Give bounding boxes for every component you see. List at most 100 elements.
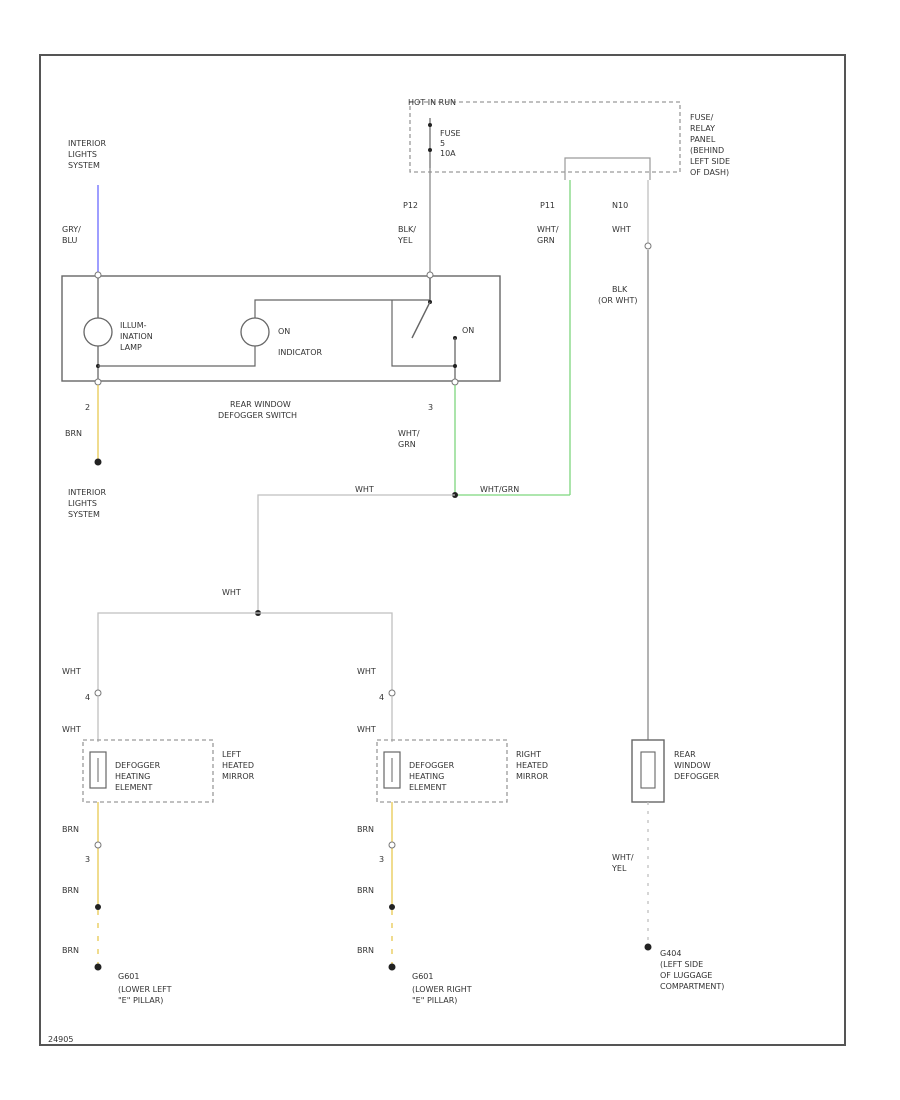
switch-output-node [453, 364, 457, 368]
left-heated-mirror: WHT 4 WHT DEFOGGER HEATING ELEMENT LEFT … [62, 667, 255, 1005]
connector-p12-label: P12 [403, 201, 418, 210]
svg-text:BRN: BRN [62, 946, 79, 955]
svg-text:OF DASH): OF DASH) [690, 168, 729, 177]
hot-in-run-label: HOT IN RUN [408, 98, 456, 107]
svg-text:ELEMENT: ELEMENT [409, 783, 447, 792]
svg-text:(BEHIND: (BEHIND [690, 146, 724, 155]
svg-text:G601: G601 [118, 972, 139, 981]
wire-blk-yel-label: BLK/ YEL [397, 225, 416, 245]
switch-pin-2 [94, 378, 102, 386]
svg-text:3: 3 [379, 855, 384, 864]
rear-ground-terminal [644, 943, 652, 951]
svg-text:GRN: GRN [537, 236, 555, 245]
rear-window-defogger: REAR WINDOW DEFOGGER WHT/ YEL G404 (LEFT… [611, 739, 724, 991]
connector-n10-label: N10 [612, 201, 628, 210]
svg-text:WHT/: WHT/ [612, 853, 634, 862]
wire-brn-left-label: BRN [65, 429, 82, 438]
svg-text:ELEMENT: ELEMENT [115, 783, 153, 792]
svg-text:INDICATOR: INDICATOR [278, 348, 322, 357]
fuse-contact-top [428, 123, 432, 127]
svg-text:WINDOW: WINDOW [674, 761, 711, 770]
svg-text:LIGHTS: LIGHTS [68, 150, 97, 159]
on-indicator-lead-bottom [98, 346, 256, 367]
diagram-frame [39, 54, 846, 1046]
switch-pin-3 [451, 378, 459, 386]
svg-text:REAR WINDOW: REAR WINDOW [230, 400, 291, 409]
switch-on-label: ON [462, 326, 474, 335]
svg-text:LEFT: LEFT [222, 750, 241, 759]
illumination-lamp-bulb [83, 317, 113, 347]
svg-text:(LEFT SIDE: (LEFT SIDE [660, 960, 703, 969]
wire-wht-branch-label: WHT [222, 588, 241, 597]
svg-text:RELAY: RELAY [690, 124, 715, 133]
fuse-panel-label: FUSE/ RELAY PANEL (BEHIND LEFT SIDE OF D… [690, 113, 730, 177]
svg-text:RIGHT: RIGHT [516, 750, 541, 759]
svg-text:HEATED: HEATED [222, 761, 254, 770]
svg-text:"E" PILLAR): "E" PILLAR) [412, 996, 457, 1005]
svg-text:WHT/: WHT/ [398, 429, 420, 438]
svg-text:WHT: WHT [62, 667, 81, 676]
svg-text:BRN: BRN [62, 886, 79, 895]
left-mirror-box [82, 739, 214, 803]
diagram-code: 24905 [48, 1035, 73, 1044]
fuse-number: 5 [440, 139, 445, 148]
svg-text:YEL: YEL [611, 864, 627, 873]
switch-pin-blk-yel [426, 271, 434, 279]
on-indicator-bulb [240, 317, 270, 347]
svg-text:"E" PILLAR): "E" PILLAR) [118, 996, 163, 1005]
svg-text:HEATING: HEATING [115, 772, 150, 781]
svg-text:GRY/: GRY/ [62, 225, 81, 234]
fuse-panel-inner-box [564, 157, 651, 180]
svg-text:YEL: YEL [397, 236, 413, 245]
interior-lights-system-bottom-label: INTERIOR LIGHTS SYSTEM [68, 488, 107, 519]
illumination-lamp-label: ILLUM- INATION LAMP [120, 321, 153, 352]
svg-text:BLK: BLK [612, 285, 628, 294]
fuse-contact-bottom [428, 148, 432, 152]
svg-text:INTERIOR: INTERIOR [68, 139, 107, 148]
wire-wht-to-mirrors [97, 612, 393, 690]
svg-text:INTERIOR: INTERIOR [68, 488, 107, 497]
right-ground-terminal [388, 963, 396, 971]
svg-text:LAMP: LAMP [120, 343, 142, 352]
connector-n10-splice [644, 242, 652, 250]
right-mirror-connector-top [388, 689, 396, 697]
svg-text:DEFOGGER: DEFOGGER [409, 761, 455, 770]
svg-text:HEATED: HEATED [516, 761, 548, 770]
connector-p11-label: P11 [540, 201, 555, 210]
wire-wht-grn-top-label: WHT/ GRN [537, 225, 559, 245]
wire-wht-grn-mid-label: WHT/ GRN [398, 429, 420, 449]
svg-text:G601: G601 [412, 972, 433, 981]
svg-text:SYSTEM: SYSTEM [68, 161, 100, 170]
right-mirror-pin-mark: 4 [379, 693, 384, 702]
svg-text:INATION: INATION [120, 332, 153, 341]
svg-text:DEFOGGER: DEFOGGER [115, 761, 161, 770]
pin-3-label: 3 [428, 403, 433, 412]
svg-text:WHT: WHT [357, 725, 376, 734]
left-mirror-heating-element [89, 751, 107, 789]
on-indicator-label: ON INDICATOR [278, 327, 322, 357]
svg-text:PANEL: PANEL [690, 135, 716, 144]
on-indicator-lead-top [254, 299, 430, 318]
svg-text:BLU: BLU [62, 236, 78, 245]
svg-text:(OR WHT): (OR WHT) [598, 296, 637, 305]
wire-wht-bus [257, 494, 455, 613]
svg-text:MIRROR: MIRROR [516, 772, 549, 781]
svg-text:G404: G404 [660, 949, 681, 958]
svg-text:BLK/: BLK/ [398, 225, 416, 234]
svg-text:LIGHTS: LIGHTS [68, 499, 97, 508]
svg-text:WHT: WHT [357, 667, 376, 676]
interior-lights-system-top-label: INTERIOR LIGHTS SYSTEM [68, 139, 107, 170]
wire-wht-bus-label: WHT [355, 485, 374, 494]
wire-gry-blu-label: GRY/ BLU [62, 225, 81, 245]
fuse-rating: 10A [440, 149, 456, 158]
svg-text:WHT: WHT [62, 725, 81, 734]
switch-pin-gry-blu [94, 271, 102, 279]
svg-text:ON: ON [278, 327, 290, 336]
svg-text:(LOWER LEFT: (LOWER LEFT [118, 985, 172, 994]
svg-text:ILLUM-: ILLUM- [120, 321, 147, 330]
svg-text:BRN: BRN [62, 825, 79, 834]
svg-text:BRN: BRN [357, 886, 374, 895]
svg-text:LEFT SIDE: LEFT SIDE [690, 157, 730, 166]
svg-text:MIRROR: MIRROR [222, 772, 255, 781]
svg-text:SYSTEM: SYSTEM [68, 510, 100, 519]
